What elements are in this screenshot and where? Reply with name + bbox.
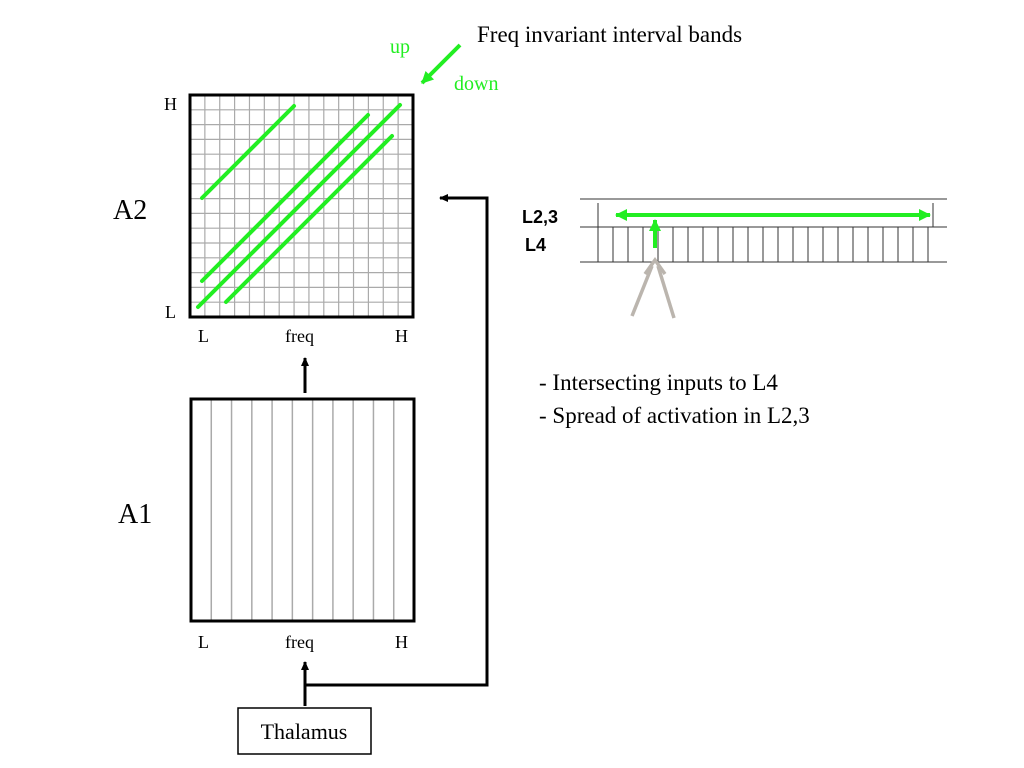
cortical-layers <box>580 198 947 263</box>
a1-x-freq-label: freq <box>285 632 314 652</box>
a2-y-low-label: L <box>165 302 176 322</box>
direction-up-label: up <box>390 36 410 58</box>
a2-label: A2 <box>113 195 147 226</box>
a1-x-high-label: H <box>395 632 408 652</box>
diagram-title: Freq invariant interval bands <box>477 22 742 47</box>
interval-bands <box>196 103 402 309</box>
note-spread-activation: - Spread of activation in L2,3 <box>539 403 810 428</box>
l4-label: L4 <box>525 235 546 255</box>
l23-label: L2,3 <box>522 207 558 227</box>
a2-x-freq-label: freq <box>285 326 314 346</box>
input-arrow-tip <box>643 256 667 276</box>
a1-x-low-label: L <box>198 632 209 652</box>
direction-arrow <box>420 43 462 85</box>
thalamus-to-a2-path <box>305 194 489 687</box>
a2-x-high-label: H <box>395 326 408 346</box>
a1-frame <box>189 397 416 623</box>
a2-x-low-label: L <box>198 326 209 346</box>
a2-frame <box>188 93 415 319</box>
interval-band-2 <box>200 113 370 283</box>
thalamus-label: Thalamus <box>261 719 348 744</box>
interval-band-3 <box>196 103 402 309</box>
thalamus-box <box>237 707 372 755</box>
l4-columns <box>597 227 929 262</box>
a1-label: A1 <box>118 499 152 530</box>
note-intersecting-inputs: - Intersecting inputs to L4 <box>539 370 778 395</box>
interval-band-4 <box>224 134 394 304</box>
a1-stripes <box>210 399 395 621</box>
interval-band-1 <box>200 104 296 200</box>
input-arrow-left <box>630 265 654 317</box>
input-arrow-right <box>656 265 676 319</box>
direction-down-label: down <box>454 73 498 95</box>
a2-y-high-label: H <box>164 94 177 114</box>
